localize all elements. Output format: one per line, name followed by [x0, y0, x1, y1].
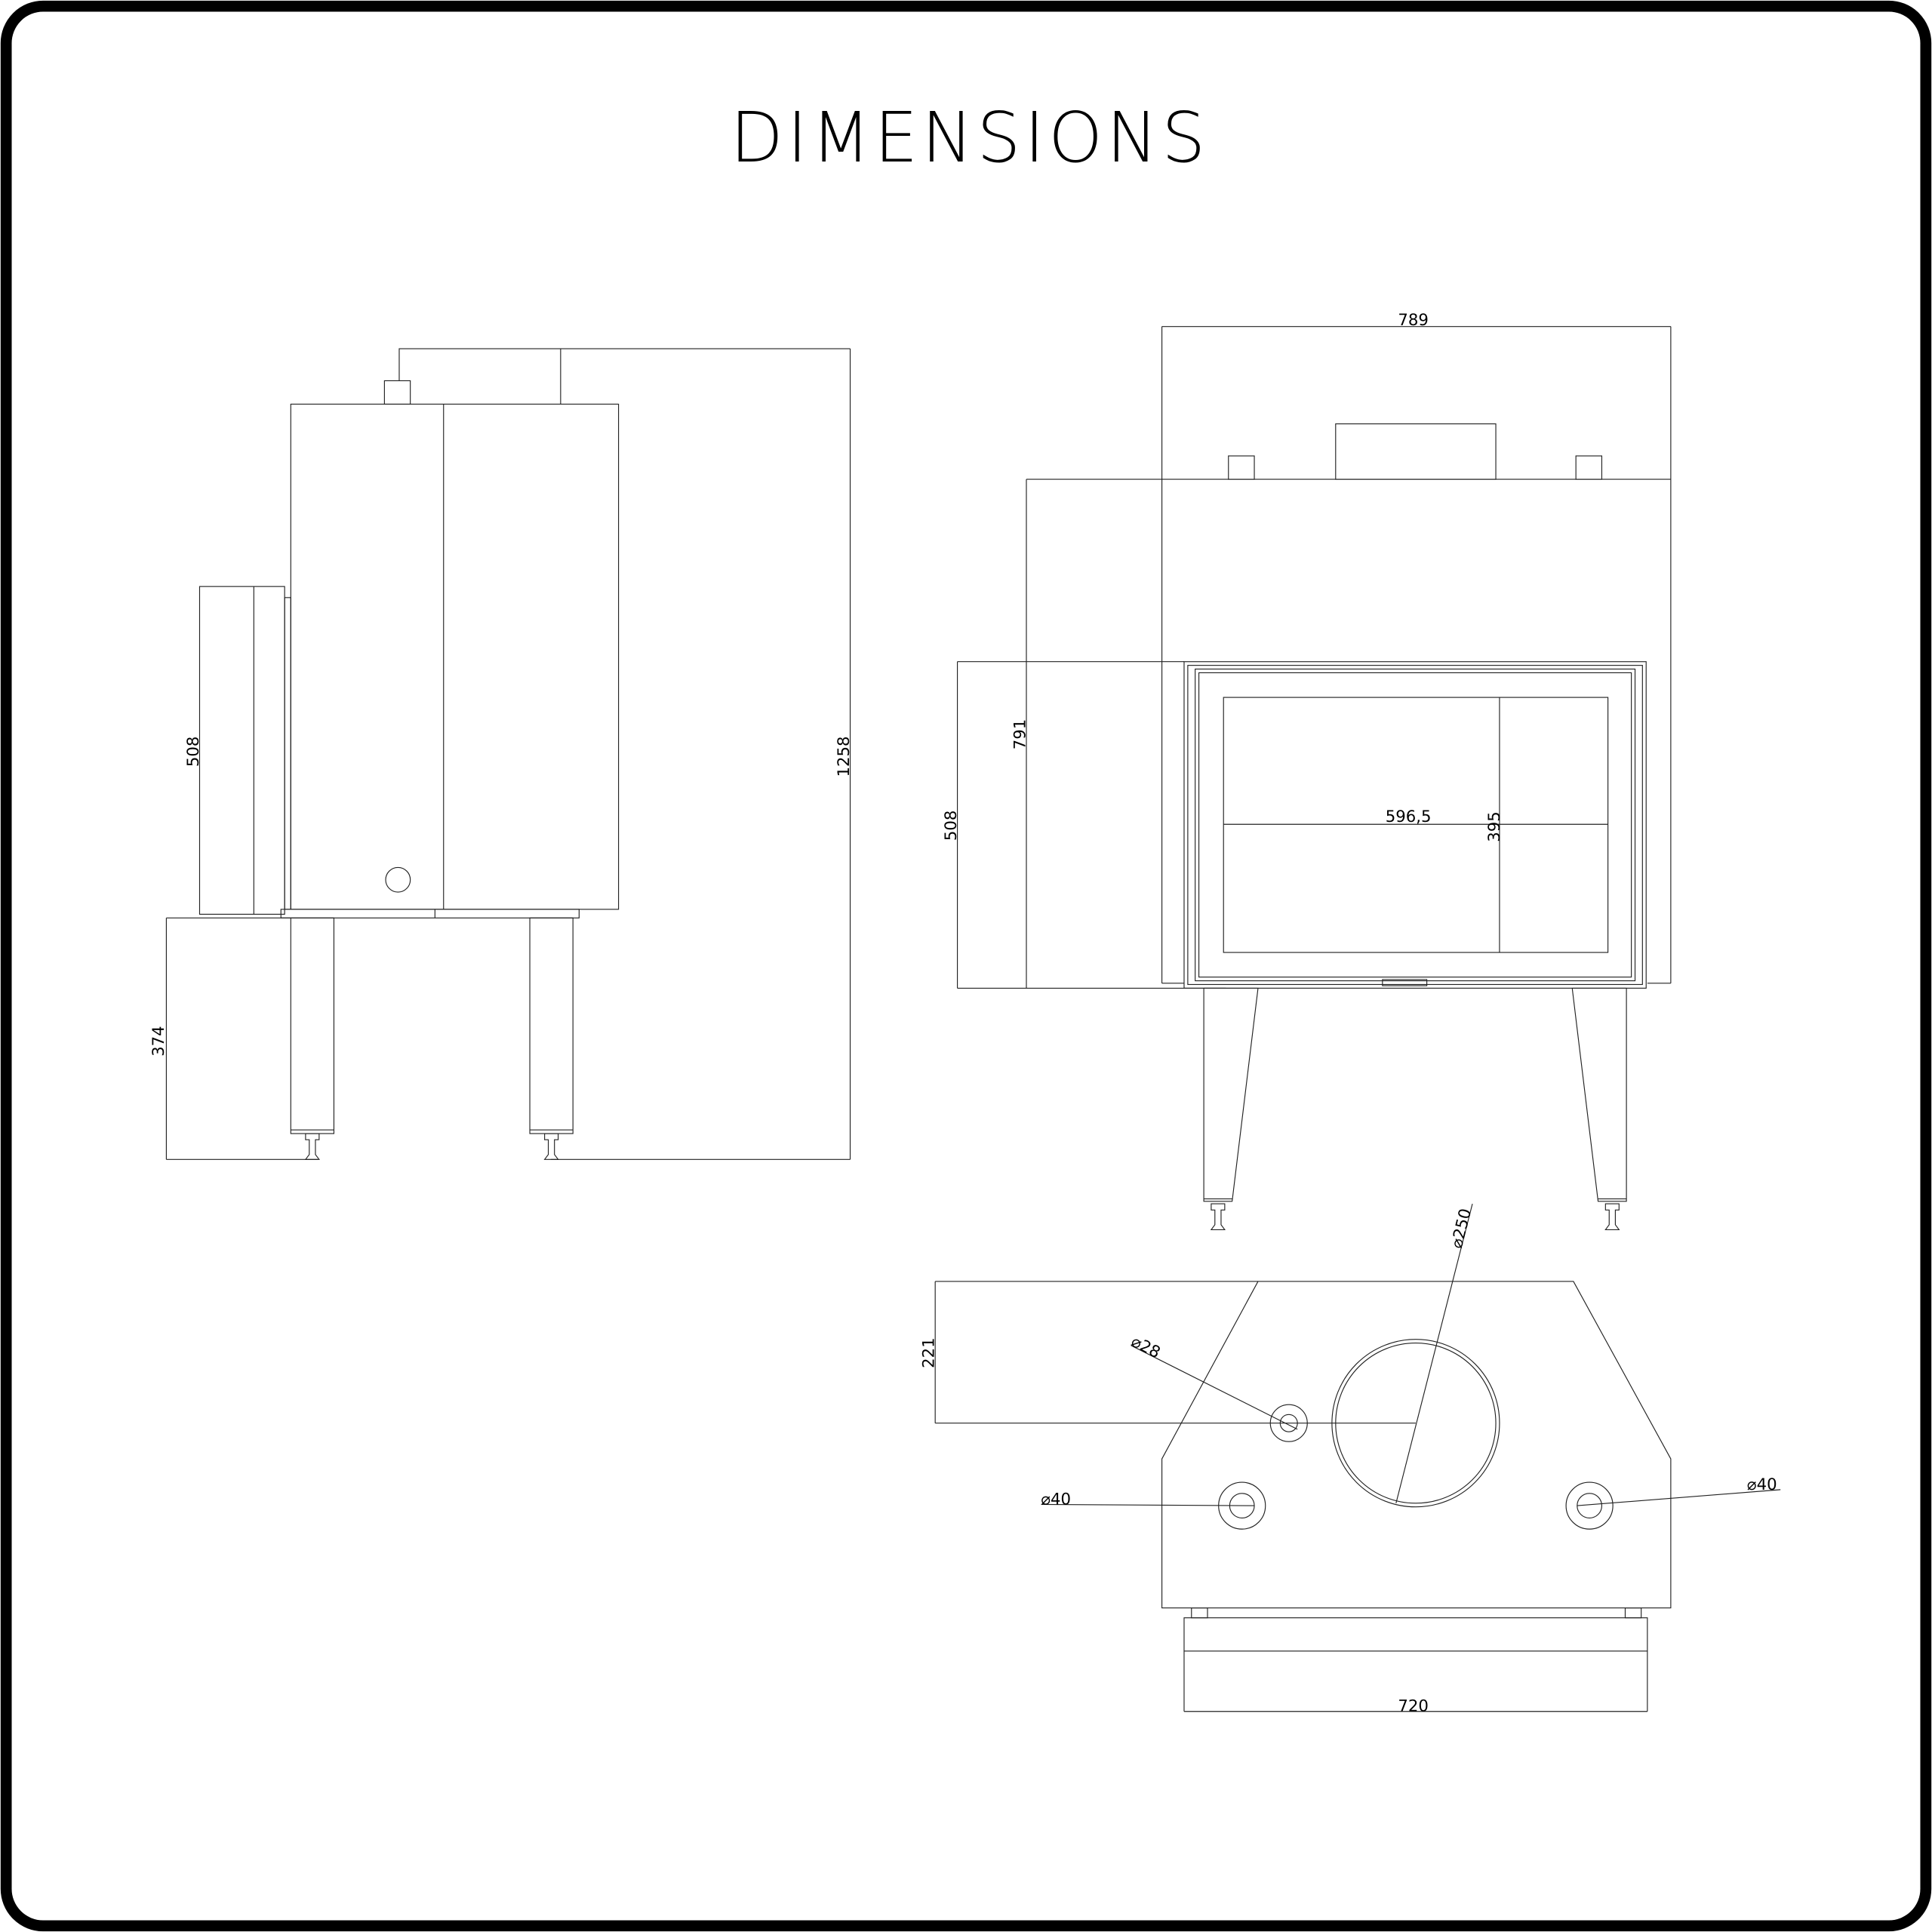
side-view	[165, 348, 851, 1160]
dim-right-outlet: ⌀40	[1747, 1475, 1777, 1494]
dim-height-total: 1258	[835, 736, 854, 777]
dim-flue-diameter: ⌀250	[1447, 1207, 1475, 1251]
dim-depth-box: 508	[184, 737, 203, 768]
dim-glass-height: 395	[1485, 811, 1504, 842]
dim-width-total: 789	[1398, 311, 1429, 330]
dim-small-outlet: ⌀28	[1128, 1332, 1164, 1362]
front-view	[957, 326, 1672, 1230]
dim-glass-width: 596,5	[1386, 808, 1432, 826]
dim-outlet-depth: 221	[920, 1337, 939, 1368]
dim-base-width: 720	[1398, 1697, 1429, 1716]
dim-left-outlet: ⌀40	[1041, 1490, 1071, 1509]
dim-leg-height: 374	[149, 1026, 168, 1057]
page-title: DIMENSIONS	[731, 97, 1210, 178]
top-view	[934, 1203, 1781, 1712]
dim-body-height: 791	[1011, 719, 1029, 750]
dim-door-height: 508	[942, 811, 961, 841]
